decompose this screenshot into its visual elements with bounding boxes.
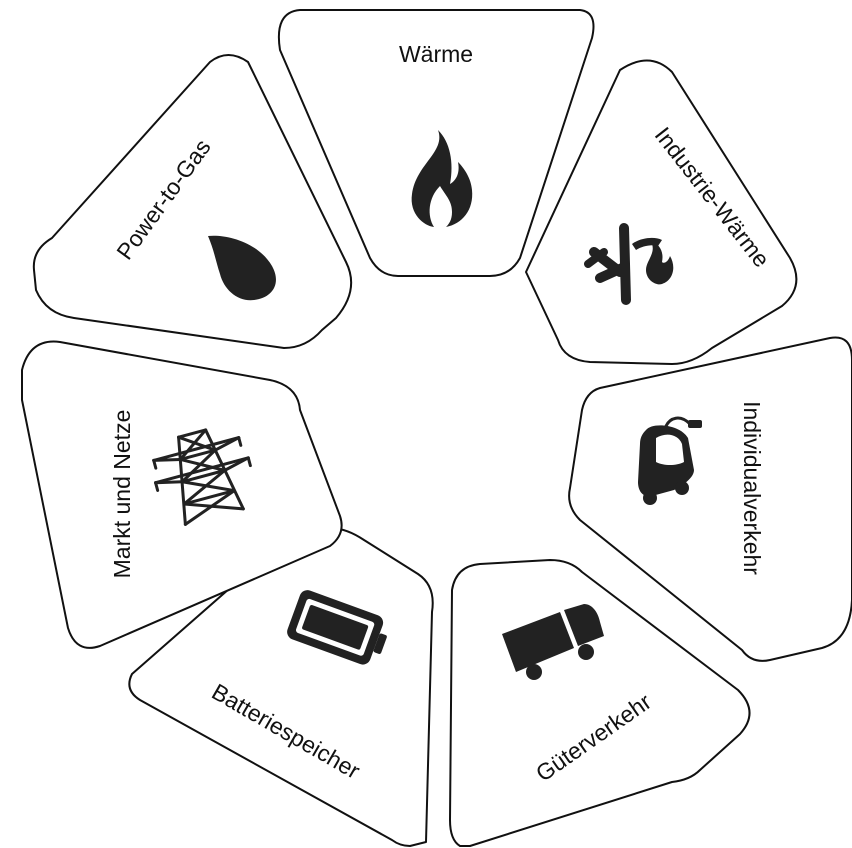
drop-icon — [208, 235, 276, 301]
industrial-heat-icon — [584, 223, 674, 305]
flame-icon — [411, 130, 473, 227]
electric-car-icon — [638, 416, 702, 505]
segment-markt-und-netze[interactable]: Markt und Netze — [21, 340, 343, 649]
battery-icon — [287, 590, 387, 665]
segment-waerme[interactable]: Wärme — [278, 9, 595, 277]
segment-power-to-gas[interactable]: Power-to-Gas — [32, 54, 353, 349]
segment-individualverkehr-label: Individualverkehr — [739, 401, 765, 575]
power-pylon-icon — [152, 428, 252, 526]
segment-waerme-shape[interactable] — [278, 9, 595, 277]
segment-individualverkehr[interactable]: Individualverkehr — [568, 336, 852, 662]
segment-waerme-label: Wärme — [399, 41, 473, 67]
segment-markt-und-netze-label: Markt und Netze — [109, 410, 135, 579]
segment-industrie-waerme-shape[interactable] — [525, 59, 798, 365]
segment-gueterverkehr[interactable]: Güterverkehr — [449, 559, 751, 847]
truck-icon — [502, 604, 604, 680]
